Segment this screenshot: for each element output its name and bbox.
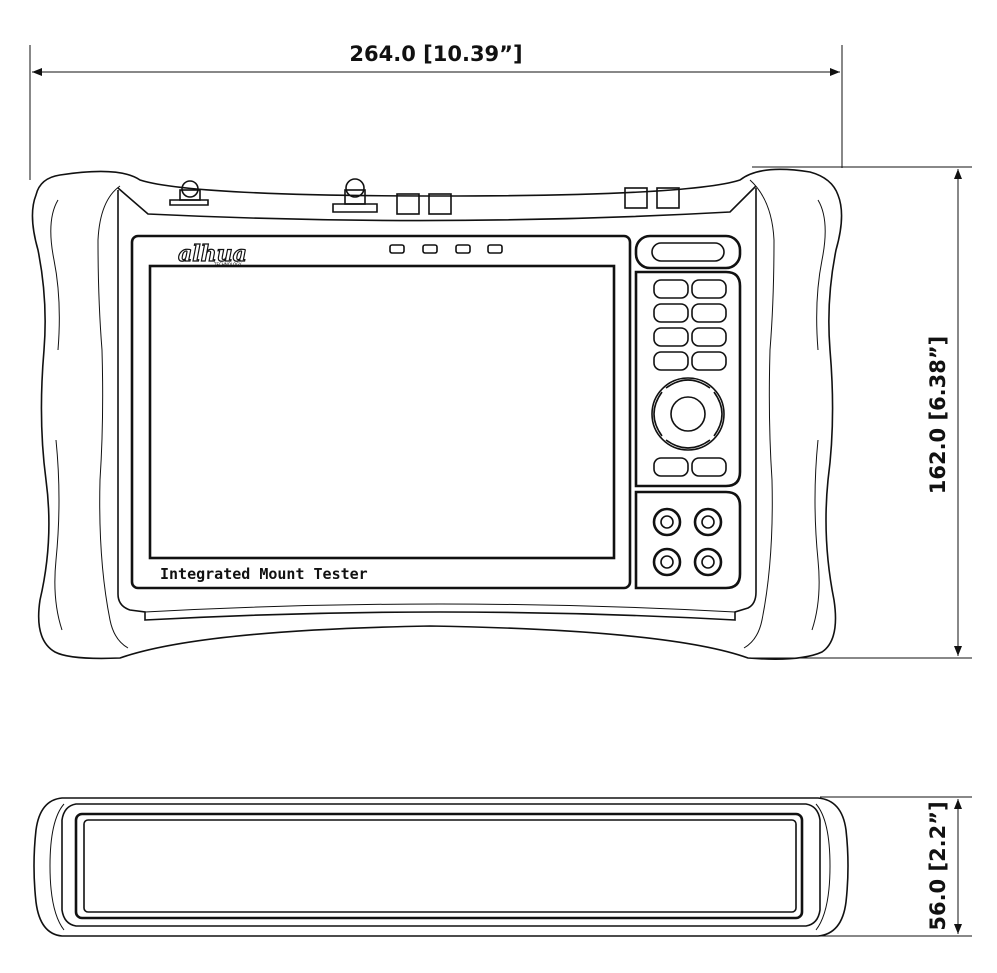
dpad [651,377,725,451]
bnc-sockets [652,507,723,577]
depth-dimension-label: 56.0 [2.2”] [926,801,950,930]
keypad [653,279,727,477]
width-dimension-label: 264.0 [10.39”] [349,42,522,66]
height-dimension-label: 162.0 [6.38”] [926,336,950,495]
width-dimension: 264.0 [10.39”] [29,42,843,180]
device-front-view: alhua TECHNOLOGY Integrated Mount Tester [31,168,843,660]
screen-label: Integrated Mount Tester [160,565,368,583]
display-screen [148,264,616,560]
device-side-view [33,797,849,937]
top-connectors [169,178,680,215]
brand-logo: alhua TECHNOLOGY [177,240,247,267]
brand-logo-text: alhua [178,241,247,267]
status-leds [389,244,503,254]
control-panel [634,234,742,590]
height-dimension: 162.0 [6.38”] [752,166,972,659]
depth-dimension: 56.0 [2.2”] [820,796,972,937]
brand-logo-subtext: TECHNOLOGY [213,262,242,267]
